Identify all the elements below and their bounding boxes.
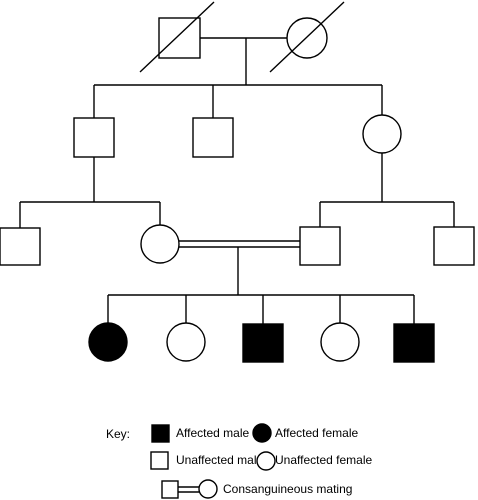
- gen1-male-deceased: [158, 17, 201, 59]
- consanguineous-label: Consanguineous mating: [223, 482, 352, 496]
- gen4-male-affected: [393, 323, 435, 363]
- gen2-male: [192, 117, 234, 158]
- gen3-male: [433, 226, 475, 266]
- gen4-female: [166, 322, 206, 362]
- consanguineous-female-symbol: [198, 479, 218, 499]
- gen2-male: [73, 117, 115, 158]
- consanguineous-male-symbol: [161, 480, 179, 499]
- unaffected-male-label: Unaffected male: [176, 453, 263, 467]
- key-title: Key:: [106, 427, 130, 441]
- deceased-slash: [139, 1, 215, 73]
- gen4-female: [320, 322, 360, 362]
- gen4-female-affected: [88, 322, 128, 362]
- affected-female-label: Affected female: [275, 426, 358, 440]
- unaffected-female-label: Unaffected female: [275, 453, 372, 467]
- gen3-female: [140, 224, 180, 264]
- generation-1: [94, 1, 382, 86]
- affected-male-symbol: [151, 424, 170, 443]
- generation-4: [88, 294, 435, 363]
- affected-female-symbol: [252, 423, 272, 443]
- generation-2: [73, 85, 402, 158]
- affected-male-label: Affected male: [176, 426, 249, 440]
- unaffected-male-symbol: [150, 451, 169, 470]
- gen3-male: [0, 227, 41, 266]
- unaffected-female-symbol: [256, 451, 276, 471]
- legend: Key: Affected male Affected female Unaff…: [106, 423, 372, 499]
- generation-3: [0, 153, 475, 295]
- deceased-slash: [269, 1, 345, 73]
- gen2-female: [362, 114, 402, 154]
- gen4-male-affected: [242, 323, 284, 363]
- gen3-male: [299, 226, 341, 266]
